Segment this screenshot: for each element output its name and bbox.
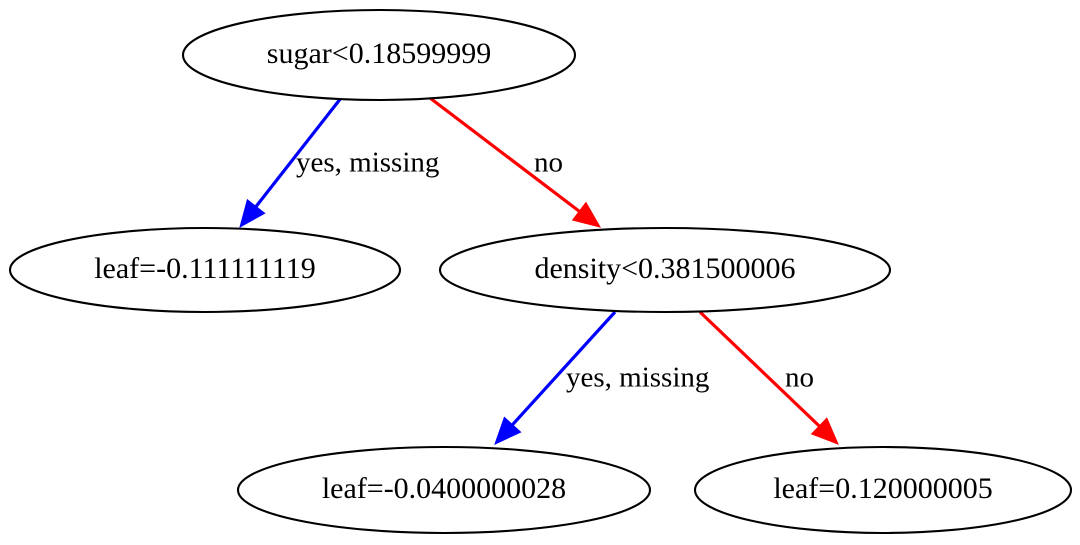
node-leaf-left[interactable]: leaf=-0.111111119 <box>8 226 402 314</box>
node-root[interactable]: sugar<0.18599999 <box>181 8 577 102</box>
edge-label-root-yes: yes, missing <box>296 147 439 179</box>
node-leaf-mid[interactable]: leaf=-0.0400000028 <box>236 445 652 535</box>
edge-line-root-yes <box>251 97 343 212</box>
arrowhead-density-no <box>810 417 839 445</box>
node-label-leaf-left: leaf=-0.111111119 <box>94 252 316 285</box>
node-ellipse-leaf-right <box>693 445 1073 535</box>
edge-root-no[interactable]: no <box>429 96 602 228</box>
node-label-leaf-right: leaf=0.120000005 <box>773 472 992 505</box>
arrowhead-root-no <box>571 201 602 228</box>
arrowhead-density-yes <box>494 416 522 445</box>
edge-label-density-yes: yes, missing <box>566 362 709 394</box>
node-label-density-split: density<0.381500006 <box>534 252 795 285</box>
node-ellipse-leaf-left <box>8 226 402 314</box>
edge-density-yes[interactable]: yes, missing <box>494 310 709 445</box>
edge-line-density-yes <box>508 310 617 430</box>
edge-line-density-no <box>698 310 824 431</box>
edge-label-root-no: no <box>534 147 563 179</box>
edge-label-density-no: no <box>785 362 814 394</box>
node-label-leaf-mid: leaf=-0.0400000028 <box>322 472 566 505</box>
node-density-split[interactable]: density<0.381500006 <box>438 226 892 314</box>
node-ellipse-leaf-mid <box>236 445 652 535</box>
node-ellipse-root <box>181 8 577 102</box>
arrowhead-root-yes <box>239 198 266 229</box>
node-leaf-right[interactable]: leaf=0.120000005 <box>693 445 1073 535</box>
edge-line-root-no <box>429 96 584 216</box>
edge-root-yes[interactable]: yes, missing <box>239 97 439 229</box>
node-label-root: sugar<0.18599999 <box>267 37 491 70</box>
node-ellipse-density-split <box>438 226 892 314</box>
edge-density-no[interactable]: no <box>698 310 839 445</box>
